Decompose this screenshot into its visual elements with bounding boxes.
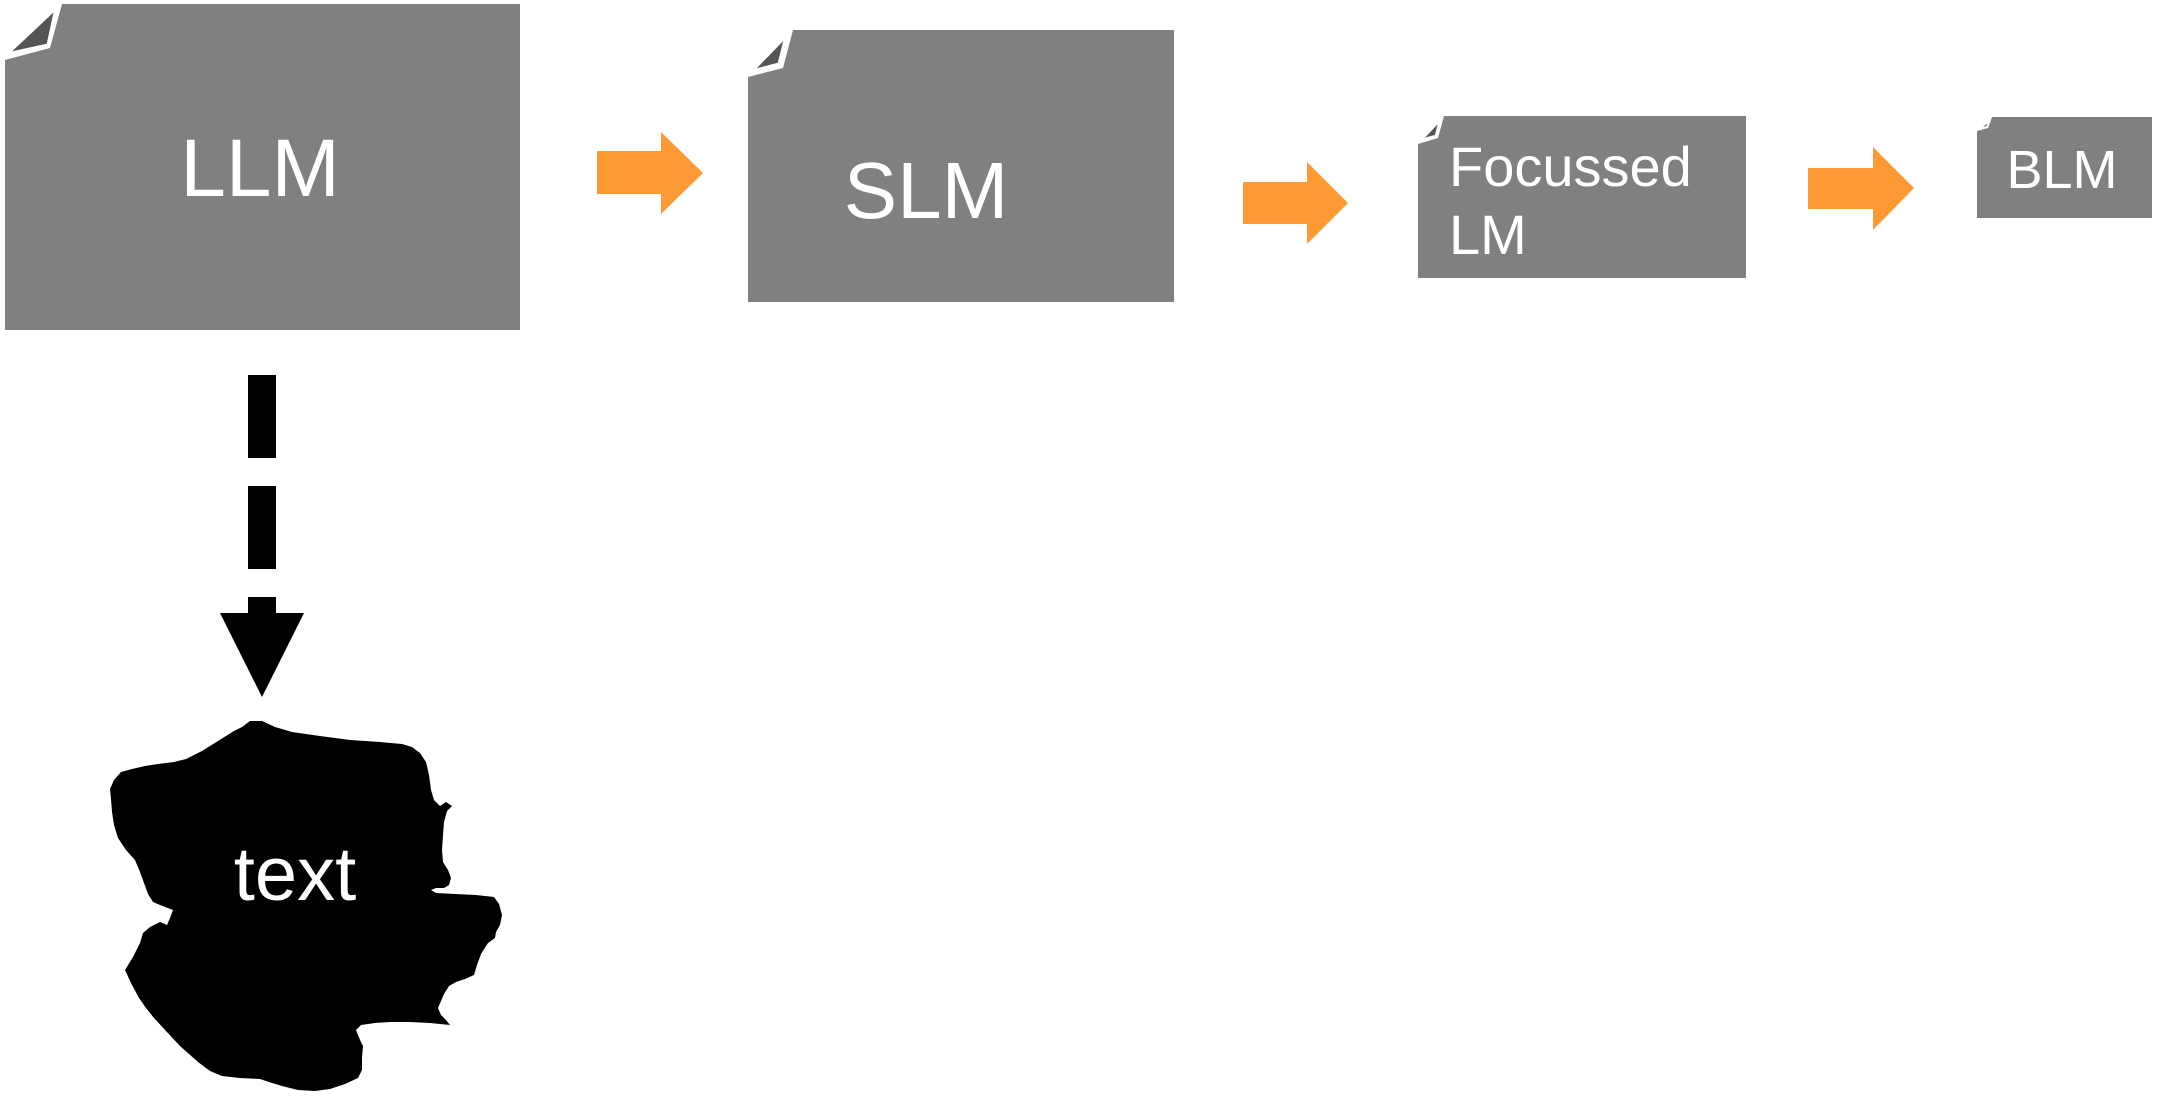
arrow-slm-to-focused [1243, 162, 1348, 244]
blm-label: BLM [2006, 140, 2117, 200]
focused-lm-folded-corner [1417, 115, 1443, 143]
dash-segment [248, 375, 276, 458]
arrow-llm-to-text [220, 375, 304, 697]
arrow-focused-to-blm [1808, 147, 1914, 230]
llm-node: LLM [2, 3, 520, 330]
slm-node: SLM [747, 30, 1174, 302]
text-node: text [110, 721, 502, 1091]
focused-lm-label-line1: Focussed [1449, 135, 1692, 198]
slm-box [748, 30, 1174, 302]
text-blob-label: text [234, 832, 357, 917]
llm-box [5, 4, 520, 330]
llm-label: LLM [180, 123, 340, 214]
blm-node: BLM [1977, 117, 2152, 218]
focused-lm-label-line2: LM [1449, 203, 1527, 266]
arrowhead [220, 613, 304, 697]
text-blob-shape [110, 721, 502, 1091]
focused-lm-box [1418, 116, 1746, 278]
blm-box [1977, 117, 2152, 218]
focused-lm-node: Focussed LM [1417, 115, 1746, 278]
dash-segment [248, 486, 276, 569]
arrow-llm-to-slm [597, 132, 703, 214]
slm-folded-corner [747, 30, 789, 74]
llm-folded-corner [2, 3, 59, 57]
dash-segment [248, 597, 276, 614]
blm-folded-corner [1978, 119, 1991, 130]
slm-label: SLM [844, 146, 1009, 235]
